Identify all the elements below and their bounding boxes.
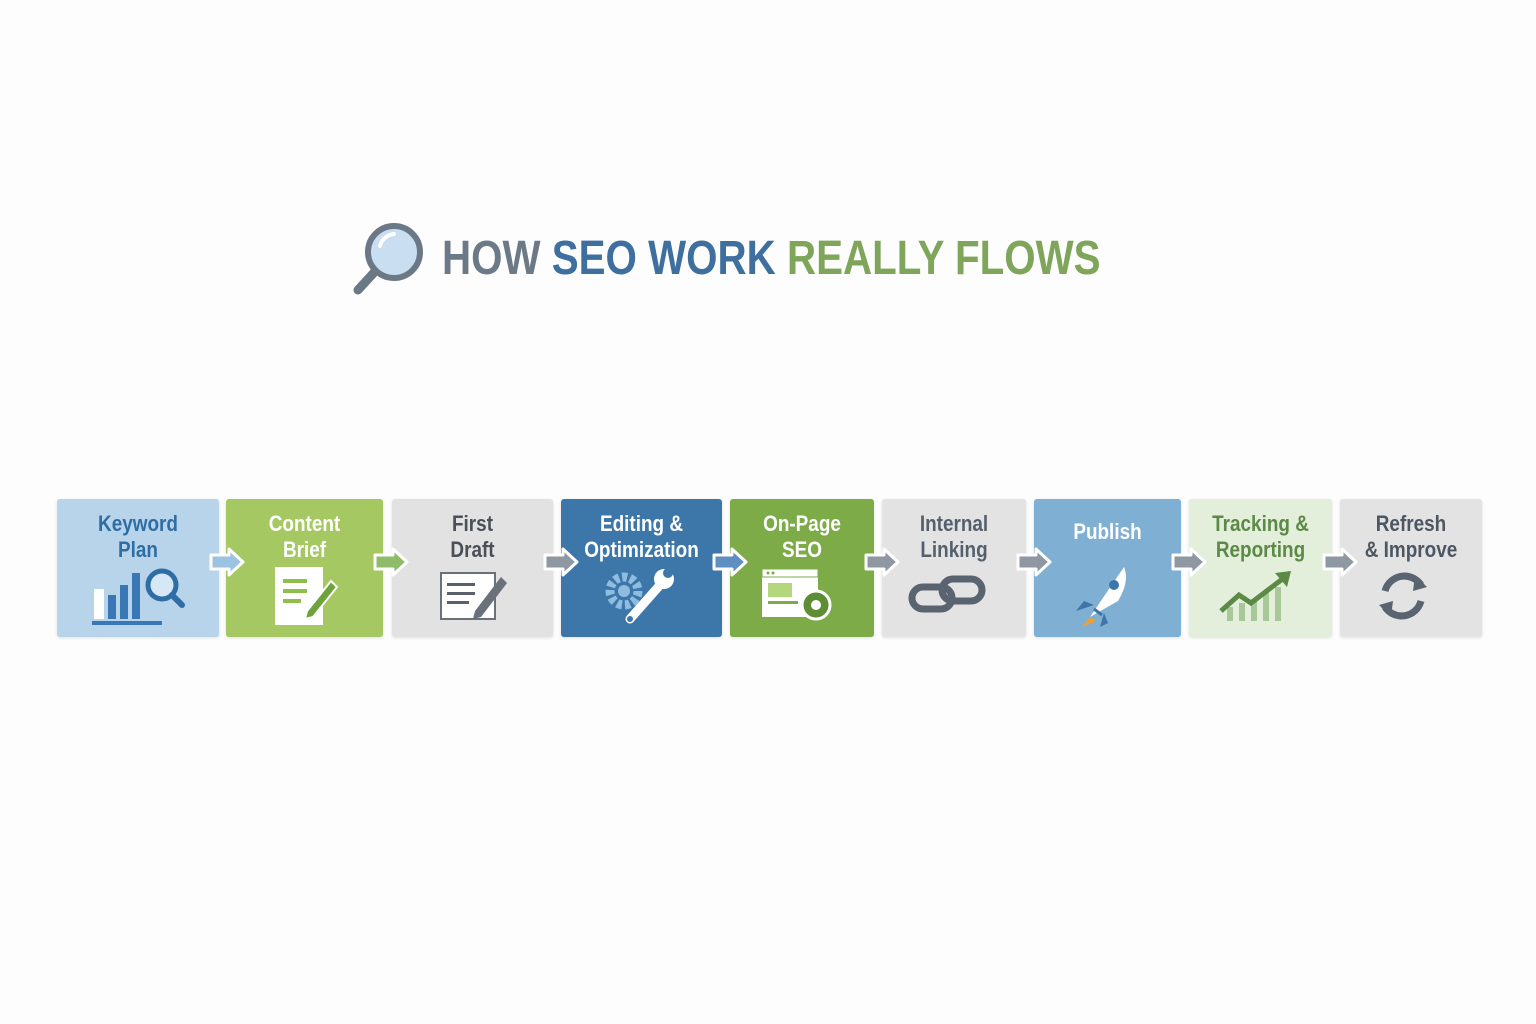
step-label-line1: Editing &	[599, 511, 684, 536]
draft-pencil-icon	[439, 572, 507, 620]
page-title: HOW SEO WORK REALLY FLOWS	[350, 218, 1226, 298]
flow-arrow-icon	[1171, 547, 1207, 577]
refresh-cycle-icon	[1379, 572, 1427, 620]
step-label-line2: SEO	[782, 537, 822, 562]
magnifier-icon	[353, 223, 423, 295]
title-part-how: HOW	[442, 231, 552, 285]
step-label-line1: Tracking &	[1212, 511, 1309, 536]
gear-wrench-icon	[605, 568, 674, 624]
step-label-line1: Internal	[919, 511, 989, 536]
flow-arrow-icon	[1322, 547, 1358, 577]
title-part-really-flows: REALLY FLOWS	[786, 231, 1101, 285]
growth-chart-icon	[1218, 571, 1291, 621]
flow-arrow-icon	[712, 547, 748, 577]
step-label: Refresh& Improve	[1350, 511, 1472, 563]
step-label-line1: First	[451, 511, 494, 536]
step-label-line1: Content	[268, 511, 341, 536]
step-label-line1: Publish	[1073, 519, 1142, 544]
step-label-line2: Reporting	[1215, 537, 1306, 562]
step-label-line2: Plan	[118, 537, 158, 562]
step-label: Tracking &Reporting	[1199, 511, 1322, 563]
webpage-gear-icon	[761, 568, 832, 621]
document-pencil-icon	[274, 567, 338, 625]
step-label-line2: Brief	[282, 537, 327, 562]
step-label: Editing &Optimization	[572, 511, 710, 563]
step-label-line1: Refresh	[1375, 511, 1447, 536]
flow-arrow-icon	[209, 547, 245, 577]
flow-arrow-icon	[373, 547, 409, 577]
step-refresh: Refresh& Improve	[1340, 499, 1482, 637]
step-tracking: Tracking &Reporting	[1189, 499, 1332, 637]
title-part-seo-work: SEO WORK	[551, 231, 787, 285]
flow-arrow-icon	[543, 547, 579, 577]
flow-arrow-icon	[1016, 547, 1052, 577]
step-editing: Editing &Optimization	[561, 499, 722, 637]
step-label-line2: Draft	[450, 537, 495, 562]
bar-chart-magnifier-icon	[92, 568, 185, 625]
step-label-line1: On-Page	[763, 511, 841, 536]
step-label-line2: Optimization	[584, 537, 699, 562]
flow-arrow-icon	[864, 547, 900, 577]
chain-link-icon	[908, 575, 986, 613]
step-label-line1: Keyword	[98, 511, 178, 536]
step-publish: Publish	[1034, 499, 1181, 637]
rocket-icon	[1075, 567, 1126, 627]
title-text: HOW SEO WORK REALLY FLOWS	[442, 231, 1101, 286]
step-label: Publish	[1044, 519, 1170, 545]
step-label-line2: Linking	[920, 537, 988, 562]
step-label-line2: & Improve	[1364, 537, 1458, 562]
